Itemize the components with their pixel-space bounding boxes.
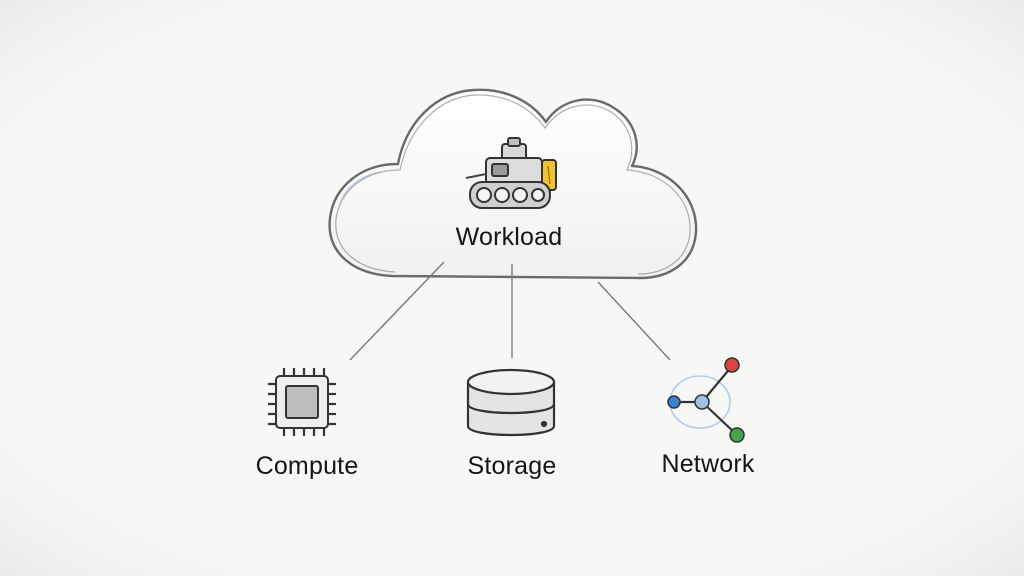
connector-network (597, 281, 671, 361)
network-label: Network (661, 450, 755, 478)
network-nodes-icon (667, 357, 745, 443)
connector-lines (349, 261, 671, 361)
connector-compute (349, 261, 445, 361)
compute-label: Compute (255, 452, 359, 480)
robot-machine-icon (465, 137, 557, 209)
storage-label: Storage (467, 452, 557, 480)
cpu-chip-icon (268, 368, 336, 436)
workload-label: Workload (455, 223, 563, 251)
database-icon (466, 368, 556, 437)
